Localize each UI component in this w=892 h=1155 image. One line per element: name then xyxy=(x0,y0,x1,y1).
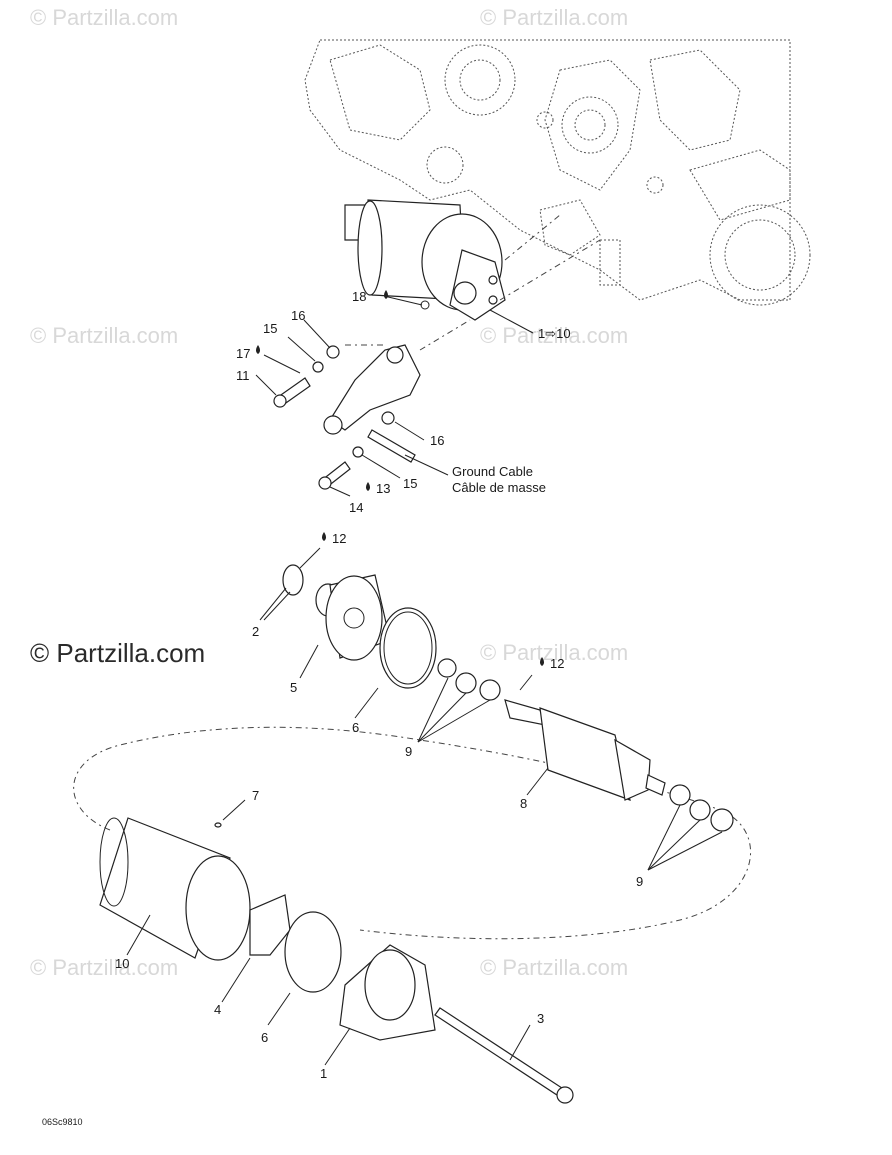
callout-4: 4 xyxy=(214,1002,221,1017)
callout-6-upper: 6 xyxy=(352,720,359,735)
end-cover-parts xyxy=(282,564,501,701)
starter-bracket xyxy=(323,344,421,435)
alignment-line-upper xyxy=(504,214,561,261)
callout-16-upper: 16 xyxy=(291,308,305,323)
callout-2: 2 xyxy=(252,624,259,639)
armature-part xyxy=(504,699,734,832)
callout-1-to-10: 1⇨10 xyxy=(538,326,571,341)
watermark-bottom-left: © Partzilla.com xyxy=(30,955,178,980)
watermark-top-left: © Partzilla.com xyxy=(30,5,178,30)
brush-plate-parts xyxy=(249,894,342,993)
callout-10: 10 xyxy=(115,956,129,971)
callout-6-lower: 6 xyxy=(261,1030,268,1045)
watermark-mid-right: © Partzilla.com xyxy=(480,323,628,348)
callout-8: 8 xyxy=(520,796,527,811)
drop-icons xyxy=(256,290,544,666)
callout-7: 7 xyxy=(252,788,259,803)
housing-part xyxy=(99,817,251,961)
engine-block-outline xyxy=(304,39,811,306)
end-housing-parts xyxy=(339,944,574,1104)
callout-9-lower: 9 xyxy=(636,874,643,889)
drop-icon xyxy=(322,532,326,541)
callout-15-lower: 15 xyxy=(403,476,417,491)
watermark-mid-left: © Partzilla.com xyxy=(30,323,178,348)
callout-12-lower: 12 xyxy=(550,656,564,671)
callout-15-upper: 15 xyxy=(263,321,277,336)
ground-cable-label: Ground Cable xyxy=(452,464,533,479)
callout-9-upper: 9 xyxy=(405,744,412,759)
watermark-top-right: © Partzilla.com xyxy=(480,5,628,30)
drop-icon xyxy=(540,657,544,666)
watermark-center-right: © Partzilla.com xyxy=(480,640,628,665)
callout-1: 1 xyxy=(320,1066,327,1081)
small-fasteners xyxy=(273,345,416,490)
leader-lines xyxy=(126,295,723,1066)
callout-17: 17 xyxy=(236,346,250,361)
starter-motor-assembled xyxy=(344,199,506,321)
callout-18: 18 xyxy=(352,289,366,304)
watermark-primary: © Partzilla.com xyxy=(30,638,205,668)
diagram-code: 06Sc9810 xyxy=(42,1117,83,1127)
callout-5: 5 xyxy=(290,680,297,695)
callout-16-lower: 16 xyxy=(430,433,444,448)
callout-11: 11 xyxy=(236,368,250,383)
drop-icon xyxy=(256,345,260,354)
drop-icon xyxy=(366,482,370,491)
alignment-line-lower xyxy=(499,239,601,301)
drop-icon xyxy=(384,290,388,299)
callout-12-upper: 12 xyxy=(332,531,346,546)
callout-14: 14 xyxy=(349,500,363,515)
callout-13: 13 xyxy=(376,481,390,496)
alignment-line-bracket xyxy=(419,319,471,351)
callout-3: 3 xyxy=(537,1011,544,1026)
ground-cable-label-fr: Câble de masse xyxy=(452,480,546,495)
watermark-bottom-right: © Partzilla.com xyxy=(480,955,628,980)
